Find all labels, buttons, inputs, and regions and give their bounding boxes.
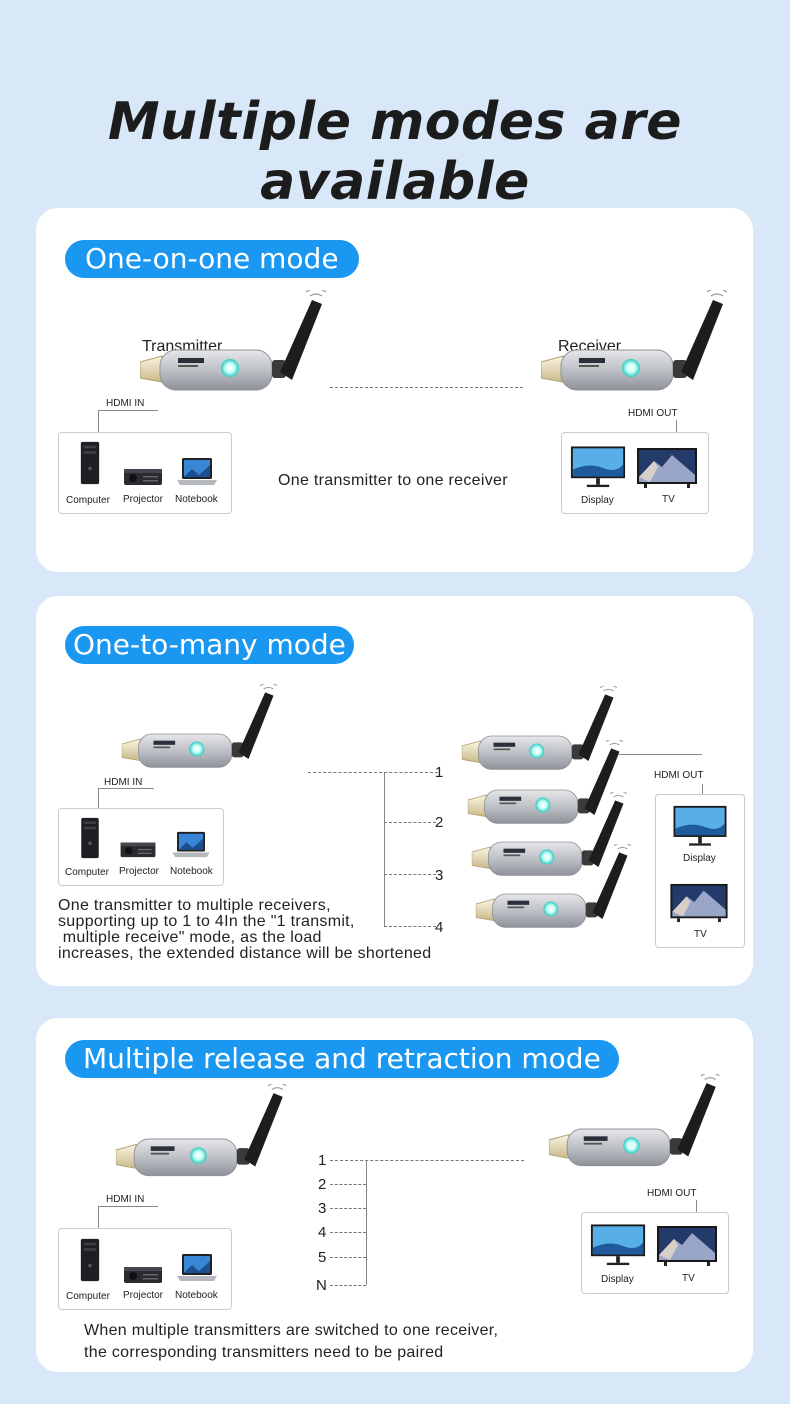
source-devices-box: Computer Projector Notebook (58, 432, 232, 514)
hdmi-in-connector-h (98, 410, 158, 411)
projector-icon (123, 463, 163, 487)
one-to-many-description: One transmitter to multiple receivers, s… (58, 898, 431, 962)
description-line-3: multiple receive" mode, as the load (58, 929, 322, 946)
one-on-one-heading: One-on-one mode (65, 240, 359, 278)
one-to-many-heading: One-to-many mode (65, 626, 354, 664)
source-devices-box: Computer Projector Notebook (58, 808, 224, 886)
source-computer-label: Computer (65, 867, 109, 878)
transmitter-dongle-icon (108, 1084, 298, 1194)
tv-icon (656, 1225, 718, 1267)
computer-tower-icon (79, 817, 101, 859)
description-line-2: supporting up to 1 to 4In the "1 transmi… (58, 913, 355, 930)
trunk-line (308, 772, 438, 773)
monitor-icon (570, 445, 626, 489)
page-title: Multiple modes are available (107, 92, 683, 212)
transmitter-number-1: 1 (318, 1152, 327, 1169)
hdmi-in-label: HDMI IN (104, 777, 143, 788)
hdmi-in-connector (98, 1206, 99, 1228)
hdmi-out-connector (696, 1200, 697, 1212)
release-retraction-heading: Multiple release and retraction mode (65, 1040, 619, 1078)
merge-line-3 (330, 1208, 366, 1209)
receiver-number-1: 1 (435, 764, 444, 781)
hdmi-in-connector-h (98, 788, 154, 789)
output-devices-box: Display TV (581, 1212, 729, 1294)
transmitter-dongle-icon (140, 290, 330, 410)
description-line-1: One transmitter to multiple receivers, (58, 897, 331, 914)
source-notebook-label: Notebook (170, 866, 213, 877)
monitor-icon (590, 1223, 646, 1267)
description-line-1: When multiple transmitters are switched … (84, 1322, 499, 1339)
hdmi-out-label: HDMI OUT (628, 408, 678, 419)
output-display-label: Display (683, 853, 716, 864)
merge-line-5 (330, 1257, 366, 1258)
description-line-2: the corresponding transmitters need to b… (84, 1344, 444, 1361)
tv-icon (636, 447, 698, 489)
output-tv-label: TV (694, 929, 707, 940)
transmitter-number-3: 3 (318, 1200, 327, 1217)
link-line (330, 387, 523, 388)
merge-line-4 (330, 1232, 366, 1233)
hdmi-in-label: HDMI IN (106, 398, 145, 409)
receiver-dongle-icon (541, 290, 731, 410)
source-projector-label: Projector (119, 866, 160, 877)
source-devices-box: Computer Projector Notebook (58, 1228, 232, 1310)
hdmi-out-connector-h (618, 754, 702, 755)
hdmi-in-connector (98, 410, 99, 432)
transmitter-dongle-icon (106, 684, 296, 784)
laptop-icon (177, 457, 217, 487)
output-tv-label: TV (662, 494, 675, 505)
computer-tower-icon (79, 441, 101, 485)
branch-3 (384, 874, 436, 875)
projector-icon (119, 837, 157, 859)
merge-line-2 (330, 1184, 366, 1185)
source-notebook-label: Notebook (175, 494, 218, 505)
transmitter-number-5: 5 (318, 1249, 327, 1266)
hdmi-out-label: HDMI OUT (654, 770, 704, 781)
hdmi-in-connector (98, 788, 99, 808)
merge-vertical (366, 1160, 367, 1285)
receiver-number-4: 4 (435, 919, 444, 936)
hdmi-in-connector-h (98, 1206, 158, 1207)
source-projector-label: Projector (123, 1290, 164, 1301)
source-computer-label: Computer (66, 495, 110, 506)
merge-line-1 (330, 1160, 524, 1161)
one-on-one-card: One-on-one mode Transmitter Receiver HDM… (36, 208, 753, 572)
receiver-number-3: 3 (435, 867, 444, 884)
hdmi-in-label: HDMI IN (106, 1194, 145, 1205)
projector-icon (123, 1261, 163, 1285)
monitor-icon (672, 805, 728, 847)
output-tv-label: TV (682, 1273, 695, 1284)
transmitter-number-2: 2 (318, 1176, 327, 1193)
laptop-icon (172, 831, 210, 859)
output-display-label: Display (581, 495, 614, 506)
hdmi-out-connector (676, 420, 677, 434)
merge-line-n (330, 1285, 366, 1286)
output-devices-box: Display TV (655, 794, 745, 948)
computer-tower-icon (79, 1237, 101, 1283)
laptop-icon (177, 1253, 217, 1283)
one-to-many-card: One-to-many mode HDMI IN Computer Projec… (36, 596, 753, 986)
release-retraction-card: Multiple release and retraction mode HDM… (36, 1018, 753, 1372)
branch-4 (384, 926, 436, 927)
branch-2 (384, 822, 436, 823)
source-projector-label: Projector (123, 494, 164, 505)
branch-vertical (384, 772, 385, 926)
output-devices-box: Display TV (561, 432, 709, 514)
one-on-one-description: One transmitter to one receiver (278, 472, 508, 489)
hdmi-out-connector (702, 784, 703, 794)
release-retraction-description: When multiple transmitters are switched … (84, 1320, 498, 1364)
description-line-4: increases, the extended distance will be… (58, 945, 432, 962)
transmitter-number-n: N (316, 1277, 327, 1294)
receiver-dongle-icon (541, 1074, 731, 1184)
receiver-4-dongle-icon (460, 844, 650, 944)
hdmi-out-label: HDMI OUT (647, 1188, 697, 1199)
transmitter-number-4: 4 (318, 1224, 327, 1241)
source-computer-label: Computer (66, 1291, 110, 1302)
tv-icon (668, 883, 730, 923)
source-notebook-label: Notebook (175, 1290, 218, 1301)
receiver-number-2: 2 (435, 814, 444, 831)
output-display-label: Display (601, 1274, 634, 1285)
